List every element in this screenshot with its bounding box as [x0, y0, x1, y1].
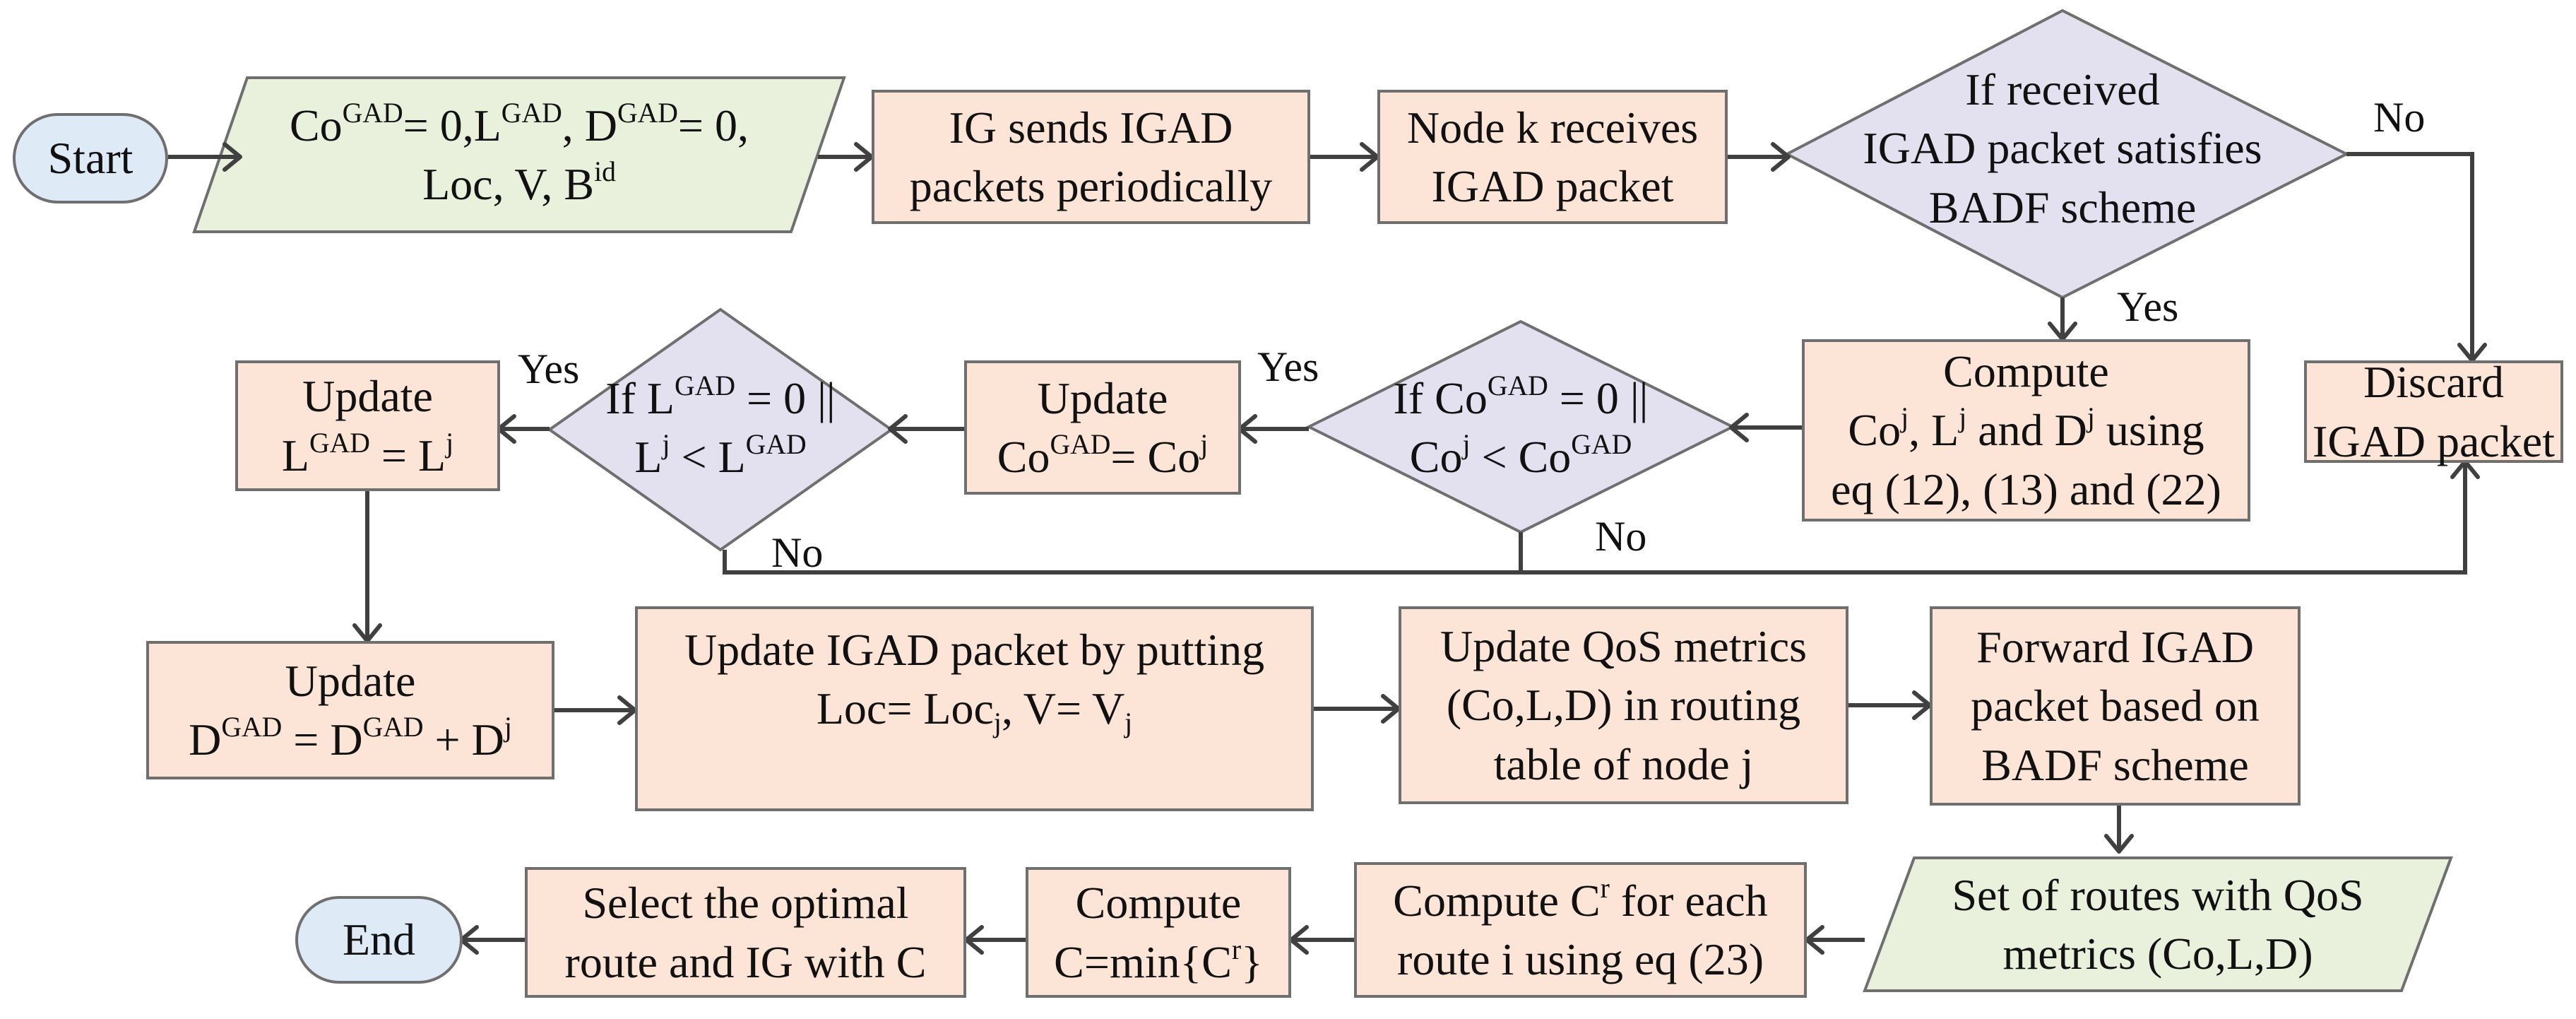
l-no-label: No — [771, 529, 824, 576]
l-decision-shape — [547, 307, 894, 552]
forward-line-3: BADF scheme — [1981, 739, 2249, 790]
update-d-line-2: DGAD = DGAD + Dj — [189, 712, 512, 765]
forward-line-2: packet based on — [1971, 681, 2260, 731]
set-routes-line-2: metrics (Co,L,D) — [2002, 929, 2313, 979]
arrowhead-init — [222, 142, 242, 172]
connectors — [168, 152, 2474, 942]
select-line-1: Select the optimal — [582, 878, 909, 929]
compute-j-line-1: Compute — [1943, 346, 2109, 397]
edge-lcheck-no-discard — [723, 463, 2467, 575]
compute-c-line-1: Compute — [1075, 878, 1242, 929]
set-routes-text: Set of routes with QoS metrics (Co,L,D) — [1900, 861, 2416, 988]
ig-sends-line-2: packets periodically — [909, 161, 1273, 211]
update-packet-box: Update IGAD packet by putting Loc= Locj,… — [635, 606, 1314, 811]
start-terminal: Start — [13, 113, 168, 204]
update-packet-spacer — [969, 738, 980, 797]
update-d-line-1: Update — [285, 655, 416, 706]
update-co-line-2: CoGAD= Coj — [997, 429, 1209, 482]
compute-j-line-2: Coj, Lj and Dj using — [1848, 402, 2204, 456]
badf-line-2: IGAD packet satisfies — [1863, 123, 2262, 174]
l-yes-label: Yes — [518, 346, 580, 392]
update-l-line-2: LGAD = Lj — [281, 427, 454, 481]
co-check-line-1: If CoGAD = 0 || — [1393, 370, 1649, 423]
update-l-box: Update LGAD = Lj — [235, 360, 500, 491]
discard-line-1: Discard — [2363, 357, 2505, 408]
badf-line-1: If received — [1965, 64, 2160, 115]
forward-line-1: Forward IGAD — [1976, 622, 2254, 673]
select-box: Select the optimal route and IG with C — [525, 867, 966, 998]
ig-sends-box: IG sends IGAD packets periodically — [872, 90, 1310, 224]
node-k-line-1: Node k receives — [1406, 102, 1699, 153]
compute-c-line-2: C=min{Cr} — [1054, 933, 1263, 987]
update-d-box: Update DGAD = DGAD + Dj — [146, 641, 554, 779]
arrowhead-select — [964, 925, 984, 955]
compute-cr-box: Compute Cr for each route i using eq (23… — [1354, 862, 1807, 998]
init-line-2: Loc, V, Bid — [422, 156, 616, 209]
compute-cr-line-2: route i using eq (23) — [1397, 934, 1764, 984]
end-terminal: End — [295, 896, 463, 984]
start-label: Start — [47, 133, 133, 184]
badf-yes-label: Yes — [2117, 283, 2179, 330]
routes-io-shape — [1863, 856, 2453, 992]
co-yes-label: Yes — [1257, 343, 1319, 390]
badf-line-3: BADF scheme — [1928, 182, 2197, 232]
arrowhead-badf — [1771, 142, 1791, 172]
arrowhead-computecr — [1805, 925, 1824, 955]
forward-box: Forward IGAD packet based on BADF scheme — [1930, 606, 2301, 806]
update-packet-line-1: Update IGAD packet by putting — [684, 625, 1265, 676]
compute-c-box: Compute C=min{Cr} — [1026, 867, 1291, 998]
node-k-box: Node k receives IGAD packet — [1377, 90, 1728, 224]
arrowhead-cocheck — [1729, 413, 1749, 442]
update-qos-line-1: Update QoS metrics — [1440, 621, 1807, 672]
compute-j-box: Compute Coj, Lj and Dj using eq (12), (1… — [1802, 339, 2250, 522]
arrowhead-computec — [1289, 925, 1309, 955]
discard-line-2: IGAD packet — [2313, 416, 2555, 466]
arrowhead-lcheck — [888, 414, 908, 444]
init-io-text: CoGAD= 0,LGAD, DGAD= 0, Loc, V, Bid — [233, 79, 805, 230]
end-label: End — [342, 914, 416, 965]
co-no-label: No — [1595, 513, 1647, 560]
update-qos-line-3: table of node j — [1493, 738, 1754, 789]
badf-no-label: No — [2373, 94, 2426, 141]
compute-cr-line-1: Compute Cr for each — [1393, 873, 1768, 926]
select-line-2: route and IG with C — [564, 936, 927, 987]
l-check-line-1: If LGAD = 0 || — [605, 370, 836, 423]
update-l-line-1: Update — [302, 371, 433, 422]
ig-sends-line-1: IG sends IGAD — [949, 102, 1233, 153]
discard-box: Discard IGAD packet — [2304, 357, 2563, 466]
update-qos-line-2: (Co,L,D) in routing — [1446, 680, 1801, 731]
init-line-1: CoGAD= 0,LGAD, DGAD= 0, — [289, 98, 749, 151]
l-decision-text: If LGAD = 0 || Lj < LGAD — [579, 360, 862, 495]
co-check-line-2: Coj < CoGAD — [1409, 429, 1632, 482]
compute-j-line-3: eq (12), (13) and (22) — [1831, 464, 2221, 514]
arrowhead-routes — [2104, 834, 2134, 854]
init-io-shape — [192, 76, 846, 233]
badf-decision-text: If received IGAD packet satisfies BADF s… — [1836, 42, 2289, 254]
arrow-heads — [222, 142, 2487, 955]
node-k-line-2: IGAD packet — [1431, 161, 1674, 211]
update-co-line-1: Update — [1037, 372, 1168, 423]
co-decision-text: If CoGAD = 0 || Coj < CoGAD — [1342, 360, 1699, 495]
l-check-line-2: Lj < LGAD — [634, 429, 807, 482]
update-co-box: Update CoGAD= Coj — [964, 360, 1241, 495]
update-packet-line-2: Loc= Locj, V= Vj — [816, 683, 1133, 739]
update-qos-box: Update QoS metrics (Co,L,D) in routing t… — [1399, 606, 1848, 804]
set-routes-line-1: Set of routes with QoS — [1952, 869, 2364, 920]
edge-badf-no-discard — [2346, 152, 2474, 359]
